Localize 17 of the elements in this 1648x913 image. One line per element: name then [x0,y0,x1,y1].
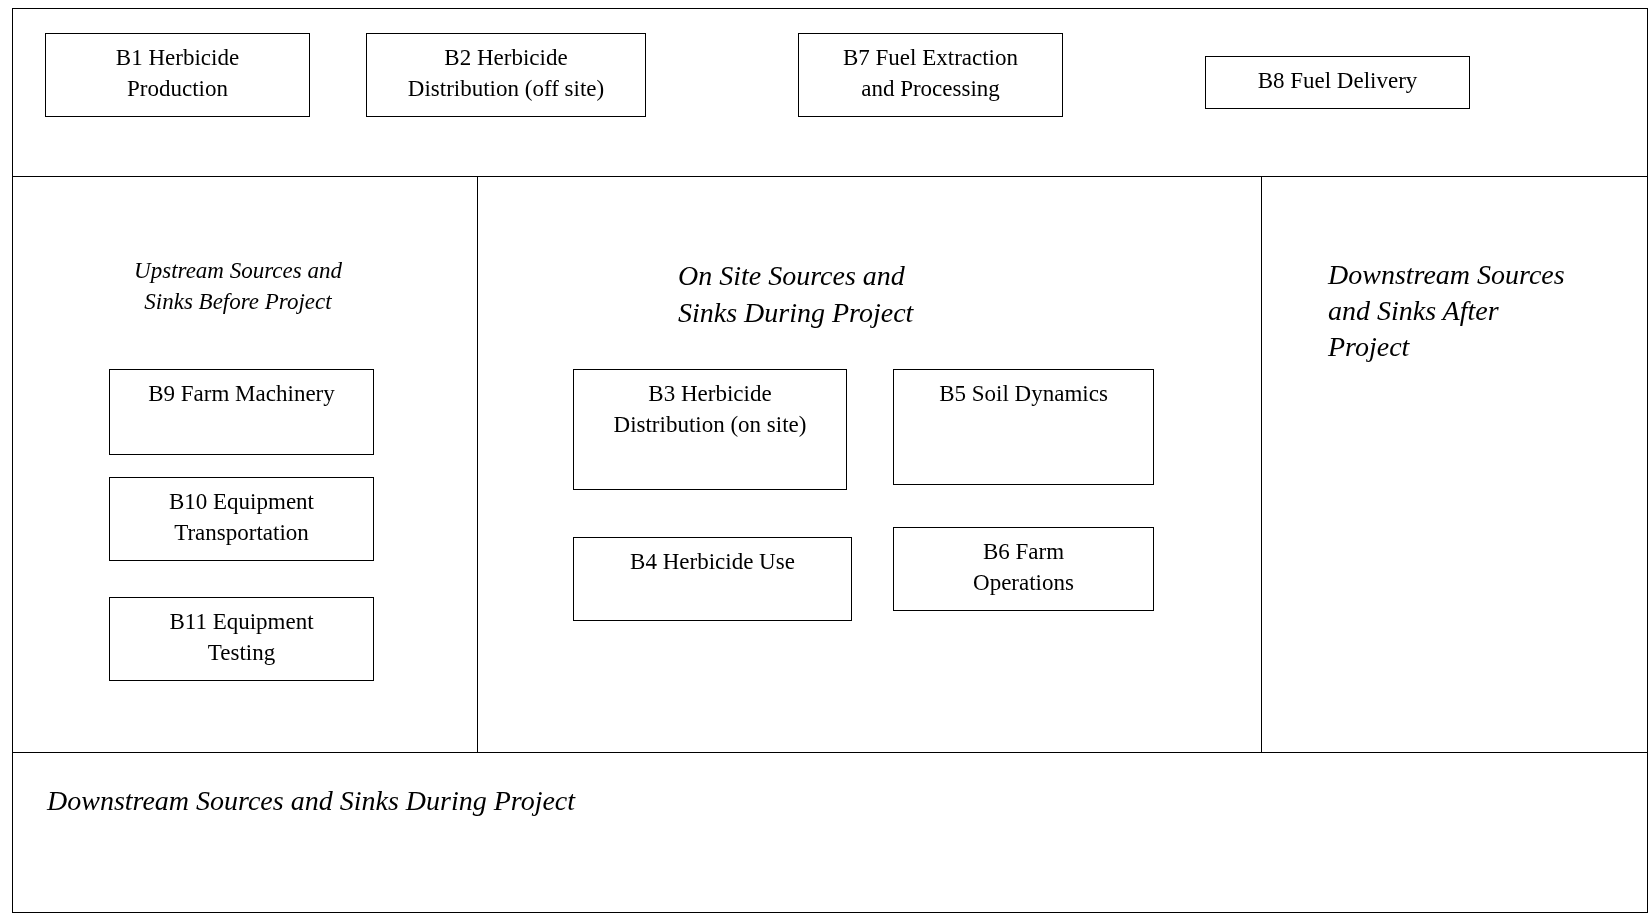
panel-heading: Downstream Sources and Sinks After Project [1328,258,1566,364]
process-box: B2 Herbicide Distribution (off site) [366,33,646,117]
band [12,8,1648,177]
panel-heading: Downstream Sources and Sinks During Project [47,784,577,818]
process-box: B4 Herbicide Use [573,537,852,621]
process-box: B6 Farm Operations [893,527,1154,611]
panel-heading: On Site Sources and Sinks During Project [678,259,915,330]
process-box: B11 Equipment Testing [109,597,374,681]
panel-heading: Upstream Sources and Sinks Before Project [133,257,343,316]
process-box: B9 Farm Machinery [109,369,374,455]
process-box: B7 Fuel Extraction and Processing [798,33,1063,117]
process-box: B1 Herbicide Production [45,33,310,117]
process-box: B5 Soil Dynamics [893,369,1154,485]
process-box: B10 Equipment Transportation [109,477,374,561]
panel [12,752,1648,913]
process-box: B8 Fuel Delivery [1205,56,1470,109]
process-box: B3 Herbicide Distribution (on site) [573,369,847,490]
